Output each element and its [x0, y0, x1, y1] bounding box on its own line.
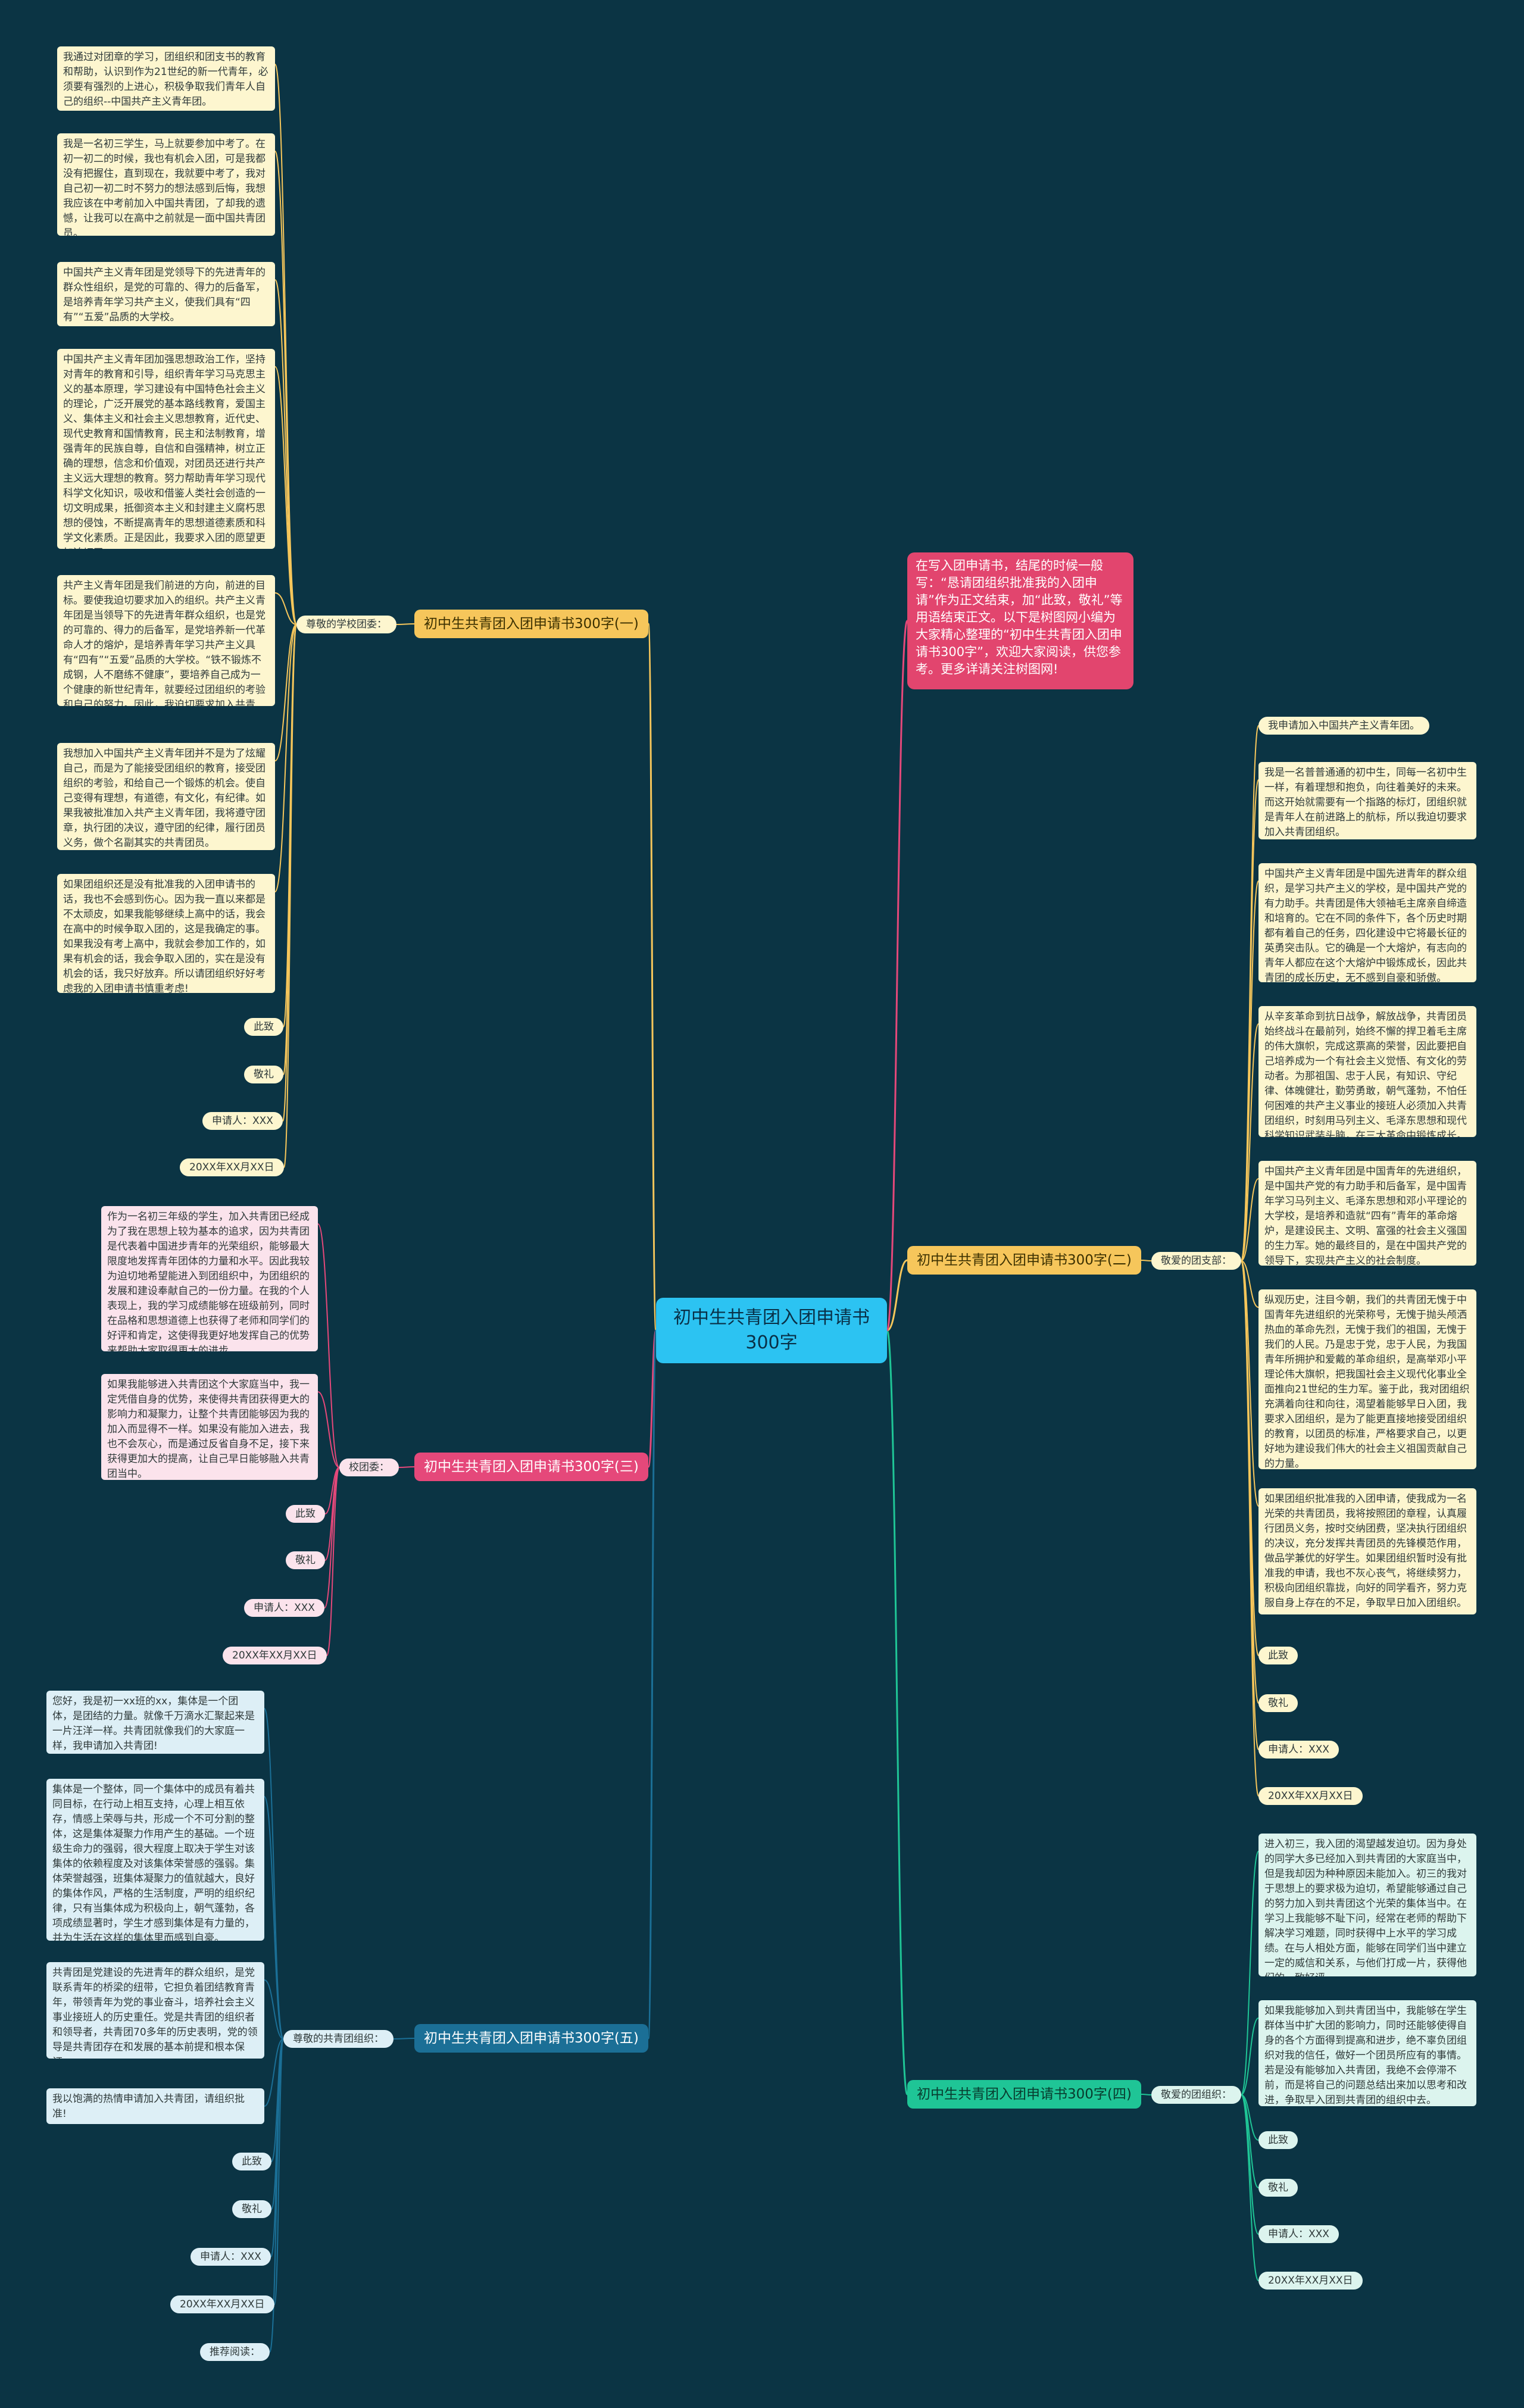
branch-5-label: 尊敬的共青团组织：: [283, 2030, 394, 2048]
b1-text-5: 共产主义青年团是我们前进的方向，前进的目标。要使我迫切要求加入的组织。共产主义青…: [57, 575, 275, 706]
b5-leaf-3: 申请人：XXX: [190, 2248, 271, 2266]
b2-text-5: 纵观历史，注目今朝，我们的共青团无愧于中国青年先进组织的光荣称号，无愧于抛头颅洒…: [1258, 1289, 1476, 1469]
b5-text-2: 集体是一个整体，同一个集体中的成员有着共同目标，在行动上相互支持，心理上相互依存…: [46, 1779, 264, 1941]
b5-leaf-2: 敬礼: [232, 2200, 271, 2218]
b2-leaf-3: 申请人：XXX: [1258, 1741, 1339, 1759]
b2-leaf-4: 20XX年XX月XX日: [1258, 1787, 1363, 1805]
b4-text-2: 如果我能够加入到共青团当中，我能够在学生群体当中扩大团的影响力，同时还能够使得自…: [1258, 2000, 1476, 2106]
branch-5[interactable]: 初中生共青团入团申请书300字(五): [414, 2024, 648, 2053]
b4-leaf-2: 敬礼: [1258, 2179, 1298, 2197]
b3-text-2: 如果我能够进入共青团这个大家庭当中，我一定凭借自身的优势，来使得共青团获得更大的…: [101, 1374, 318, 1480]
b2-text-6: 如果团组织批准我的入团申请，使我成为一名光荣的共青团员，我将按照团的章程，认真履…: [1258, 1488, 1476, 1614]
branch-3[interactable]: 初中生共青团入团申请书300字(三): [414, 1453, 648, 1481]
b4-leaf-3: 申请人：XXX: [1258, 2225, 1339, 2243]
b3-leaf-3: 申请人：XXX: [244, 1599, 324, 1617]
b1-text-7: 如果团组织还是没有批准我的入团申请书的话，我也不会感到伤心。因为我一直以来都是不…: [57, 874, 275, 993]
b2-leaf-1: 此致: [1258, 1647, 1298, 1664]
b4-text-1: 进入初三，我入团的渴望越发迫切。因为身处的同学大多已经加入到共青团的大家庭当中，…: [1258, 1834, 1476, 1976]
b4-leaf-4: 20XX年XX月XX日: [1258, 2272, 1363, 2290]
b3-text-1: 作为一名初三年级的学生，加入共青团已经成为了我在思想上较为基本的追求，因为共青团…: [101, 1206, 318, 1351]
branch-1-label: 尊敬的学校团委：: [296, 616, 396, 633]
b5-text-4: 我以饱满的热情申请加入共青团，请组织批准!: [46, 2088, 264, 2124]
b1-text-4: 中国共产主义青年团加强思想政治工作，坚持对青年的教育和引导，组织青年学习马克思主…: [57, 349, 275, 549]
b5-leaf-4: 20XX年XX月XX日: [170, 2295, 274, 2313]
b1-leaf-1: 此致: [244, 1018, 283, 1036]
b2-text-2: 中国共产主义青年团是中国先进青年的群众组织，是学习共产主义的学校，是中国共产党的…: [1258, 863, 1476, 982]
b5-leaf-5: 推荐阅读：: [200, 2343, 270, 2361]
b1-text-2: 我是一名初三学生，马上就要参加中考了。在初一初二的时候，我也有机会入团，可是我都…: [57, 133, 275, 236]
b2-text-3: 从辛亥革命到抗日战争，解放战争，共青团员始终战斗在最前列，始终不懈的捍卫着毛主席…: [1258, 1006, 1476, 1137]
b1-text-3: 中国共产主义青年团是党领导下的先进青年的群众性组织，是党的可靠的、得力的后备军，…: [57, 262, 275, 326]
b1-text-6: 我想加入中国共产主义青年团并不是为了炫耀自己，而是为了能接受团组织的教育，接受团…: [57, 743, 275, 850]
b2-leaf-2: 敬礼: [1258, 1694, 1298, 1712]
branch-1[interactable]: 初中生共青团入团申请书300字(一): [414, 610, 648, 638]
b1-leaf-4: 20XX年XX月XX日: [180, 1158, 284, 1176]
b1-text-1: 我通过对团章的学习，团组织和团支书的教育和帮助，认识到作为21世纪的新一代青年，…: [57, 46, 275, 111]
b3-leaf-4: 20XX年XX月XX日: [223, 1647, 327, 1664]
branch-3-label: 校团委：: [339, 1458, 399, 1476]
branch-4-label: 敬爱的团组织：: [1151, 2086, 1241, 2104]
b5-leaf-1: 此致: [232, 2153, 271, 2170]
branch-2-label: 敬爱的团支部：: [1151, 1252, 1241, 1270]
summary-note: 在写入团申请书，结尾的时候一般写：“恳请团组织批准我的入团申请”作为正文结束，加…: [907, 552, 1133, 689]
b1-leaf-3: 申请人：XXX: [202, 1112, 283, 1130]
b3-leaf-2: 敬礼: [286, 1551, 325, 1569]
b5-text-1: 您好，我是初一xx班的xx，集体是一个团体，是团结的力量。就像千万滴水汇聚起来是…: [46, 1691, 264, 1754]
b2-text-1: 我是一名普普通通的初中生，同每一名初中生一样，有着理想和抱负，向往着美好的未来。…: [1258, 762, 1476, 839]
root-topic[interactable]: 初中生共青团入团申请书300字: [656, 1298, 887, 1363]
b4-leaf-1: 此致: [1258, 2131, 1298, 2149]
branch-4[interactable]: 初中生共青团入团申请书300字(四): [907, 2080, 1141, 2109]
b3-leaf-1: 此致: [286, 1505, 325, 1523]
b5-text-3: 共青团是党建设的先进青年的群众组织，是党联系青年的桥梁的纽带，它担负着团结教育青…: [46, 1962, 264, 2059]
b2-intro: 我申请加入中国共产主义青年团。: [1258, 717, 1429, 735]
b1-leaf-2: 敬礼: [244, 1066, 283, 1083]
branch-2[interactable]: 初中生共青团入团申请书300字(二): [907, 1246, 1141, 1275]
b2-text-4: 中国共产主义青年团是中国青年的先进组织，是中国共产党的有力助手和后备军，是中国青…: [1258, 1161, 1476, 1266]
